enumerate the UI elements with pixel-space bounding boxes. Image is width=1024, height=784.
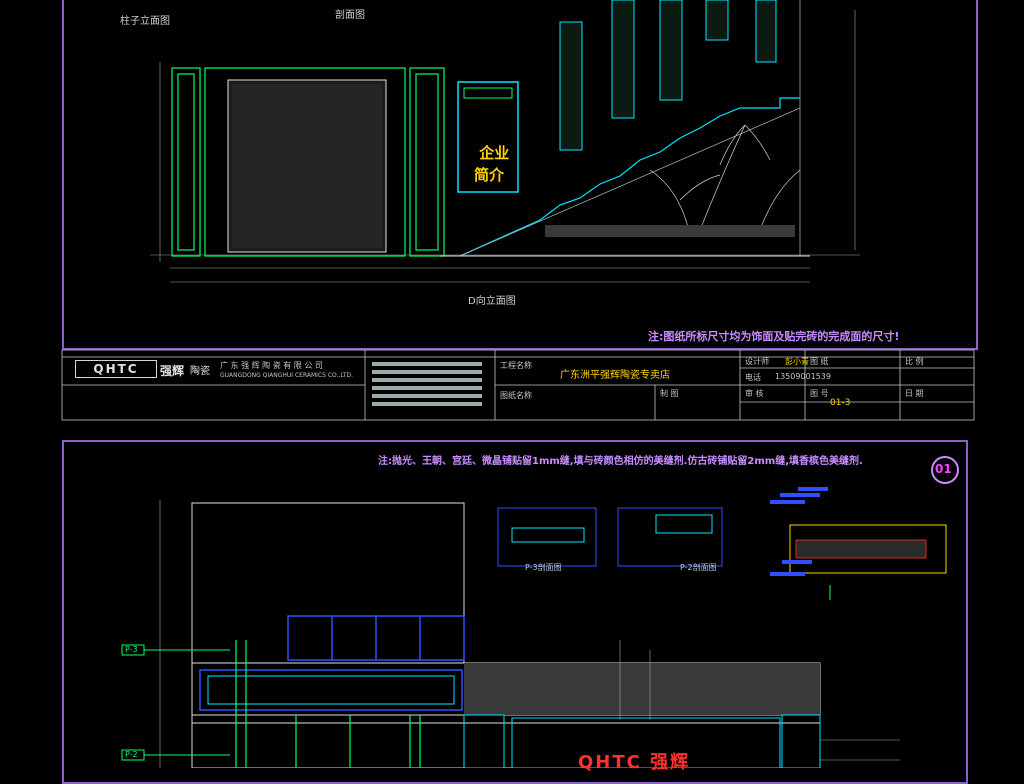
qhtc-logo: QHTC (75, 360, 157, 378)
company-name-en: GUANGDONG QIANGHUI CERAMICS CO.,LTD. (220, 372, 354, 379)
designer-label: 设计师 (745, 357, 769, 366)
scale-label: 比 例 (905, 357, 924, 366)
draw-label: 制 图 (660, 389, 679, 398)
column-elevation-label: 柱子立面图 (120, 16, 170, 27)
date-label: 日 期 (905, 389, 924, 398)
section-label: 剖面图 (335, 10, 365, 21)
elevation-label: D向立面图 (468, 296, 516, 307)
designer-name: 彭小青 (785, 357, 809, 366)
storefront-sign: QHTC 强辉 (578, 752, 691, 773)
sheet-no: 01 (935, 462, 952, 476)
phone-label: 电话 (745, 373, 761, 382)
logo-cn: 强辉 (160, 364, 185, 378)
drawing-no: 01-3 (830, 398, 851, 408)
drawing-no-label: 图 号 (810, 389, 829, 398)
cad-drawing (61, 0, 975, 768)
tag-p3: P-3 (125, 645, 138, 654)
logo-tail: 陶瓷 (190, 366, 210, 377)
review-label: 审 核 (745, 389, 764, 398)
tag-p2: P-2 (125, 750, 138, 759)
company-name: 广 东 强 辉 陶 瓷 有 限 公 司 (220, 361, 323, 370)
project-label: 工程名称 (500, 361, 532, 370)
bottom-sheet-note: 注:抛光、王朝、宫廷、微晶铺贴留1mm缝,填与砖颜色相仿的美缝剂.仿古砖铺贴留2… (378, 456, 863, 467)
top-sheet-frame (62, 0, 978, 350)
section-p3-label: P-3剖面图 (525, 563, 562, 572)
drawing-name-label: 图纸名称 (500, 391, 532, 400)
top-sheet-note: 注:图纸所标尺寸均为饰面及贴完砖的完成面的尺寸! (648, 330, 900, 343)
project-name: 广东洲平强辉陶瓷专卖店 (560, 370, 670, 381)
company-profile-board: 企业 简介 (473, 144, 510, 184)
bottom-sheet-frame (62, 440, 968, 784)
drawing-label: 图 纸 (810, 357, 829, 366)
phone: 13509001539 (775, 372, 831, 381)
section-p2-label: P-2剖面图 (680, 563, 717, 572)
